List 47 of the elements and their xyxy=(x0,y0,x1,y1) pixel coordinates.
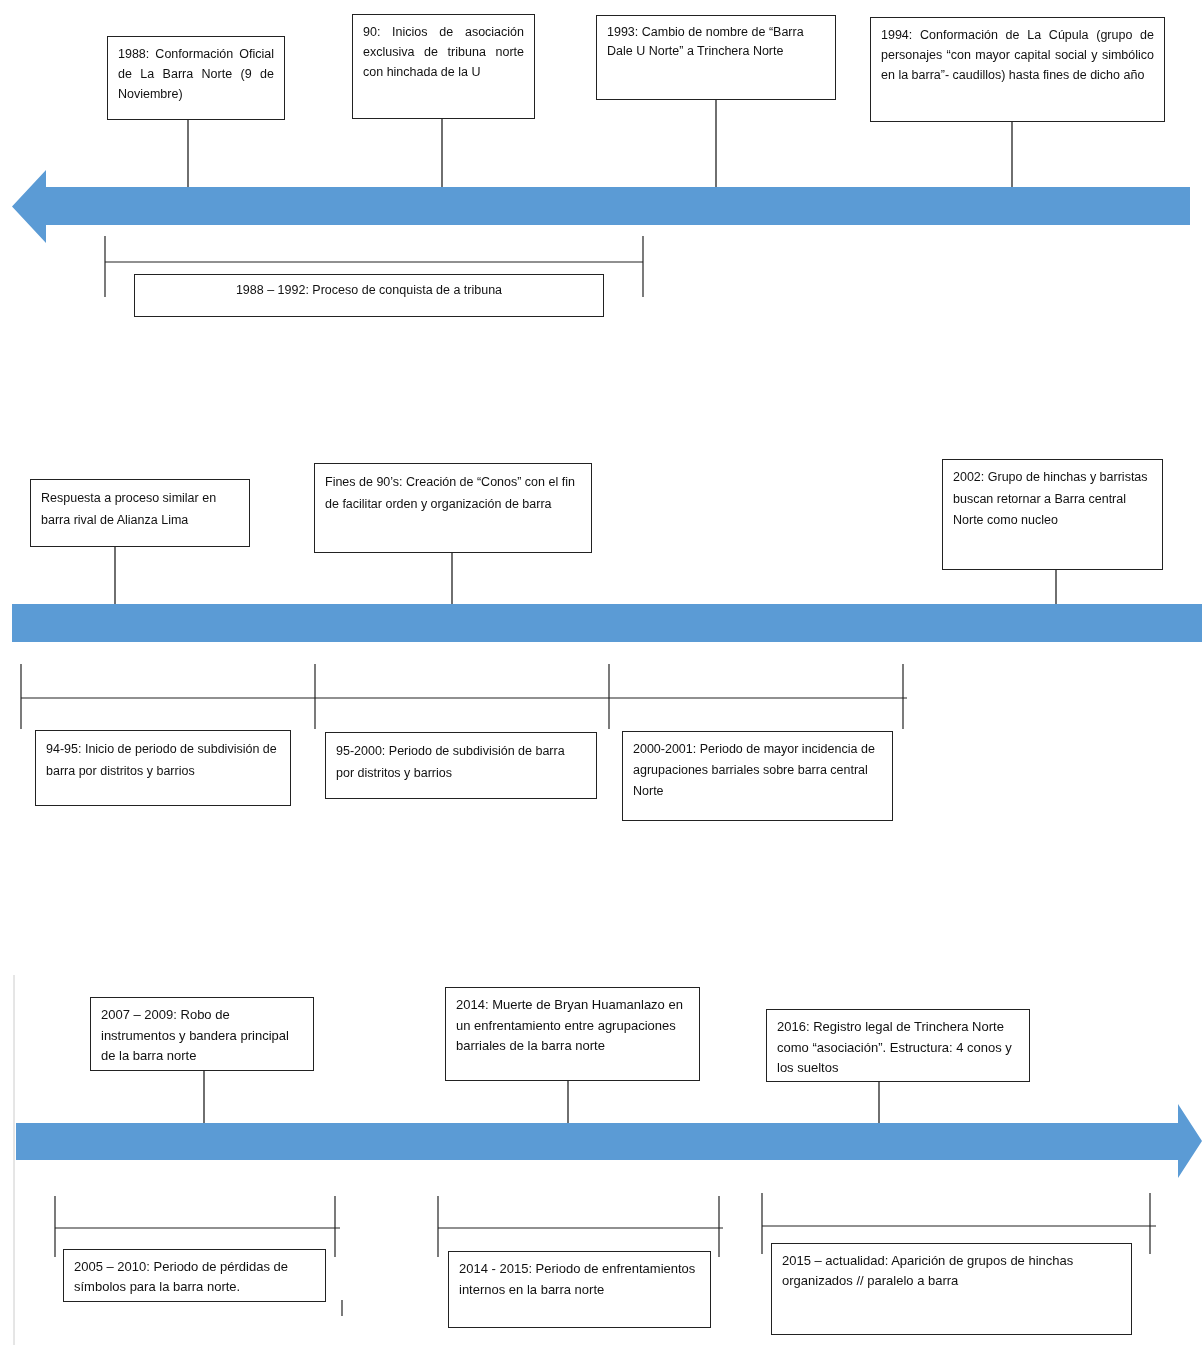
connector-line xyxy=(1011,121,1013,188)
event-box xyxy=(30,479,250,547)
connector-line xyxy=(203,1070,205,1124)
event-text: 1993: Cambio de nombre de “Barra Dale U Norte” a Trinchera Norte xyxy=(607,25,804,58)
event-text: 1988 – 1992: Proceso de conquista de a tribuna xyxy=(235,283,503,297)
event-box xyxy=(352,14,535,119)
connector-line xyxy=(567,1080,569,1124)
event-box xyxy=(325,732,597,799)
connector-line xyxy=(114,546,116,605)
event-box xyxy=(766,1009,1030,1082)
event-box xyxy=(63,1249,326,1302)
connector-line xyxy=(1055,569,1057,605)
event-box xyxy=(870,17,1165,122)
event-text: 90: Inicios de asociación exclusiva de tribuna norte con hinchada de la U xyxy=(363,25,524,79)
event-box xyxy=(134,274,604,317)
event-box xyxy=(90,997,314,1071)
timeline-bar xyxy=(16,1104,1202,1178)
event-box xyxy=(445,987,700,1081)
event-text: 1988: Conformación Oficial de La Barra Norte (9 de Noviembre) xyxy=(118,47,274,101)
event-text: 94-95: Inicio de periodo de subdivisión de barra por distritos y barrios xyxy=(46,742,277,778)
event-box xyxy=(771,1243,1132,1335)
event-text: Fines de 90’s: Creación de “Conos” con el fin de facilitar orden y organización de barra xyxy=(325,475,575,511)
connector-line xyxy=(451,552,453,605)
event-box xyxy=(35,730,291,806)
event-text: 2002: Grupo de hinchas y barristas buscan retornar a Barra central Norte como nucleo xyxy=(953,470,1148,527)
connector-line xyxy=(878,1081,880,1124)
timeline-bar xyxy=(12,170,1190,243)
connector-line xyxy=(715,99,717,188)
event-text: 2014: Muerte de Bryan Huamanlazo en un enfrentamiento entre agrupaciones barriales de la barra norte xyxy=(456,997,683,1053)
event-box xyxy=(448,1251,711,1328)
event-text: 2007 – 2009: Robo de instrumentos y bandera principal de la barra norte xyxy=(101,1007,289,1063)
event-text: 2016: Registro legal de Trinchera Norte como “asociación”. Estructura: 4 conos y los sueltos xyxy=(777,1019,1012,1075)
event-text: 2014 - 2015: Periodo de enfrentamientos internos en la barra norte xyxy=(459,1261,696,1297)
event-text: 2005 – 2010: Periodo de pérdidas de símbolos para la barra norte. xyxy=(74,1259,288,1294)
event-text: 2015 – actualidad: Aparición de grupos de hinchas organizados // paralelo a barra xyxy=(782,1253,1074,1288)
event-text: 95-2000: Periodo de subdivisión de barra por distritos y barrios xyxy=(336,744,565,780)
event-box xyxy=(314,463,592,553)
event-text: 1994: Conformación de La Cúpula (grupo de personajes “con mayor capital social y simbólico en la barra”- caudillos) hasta fines de dicho año xyxy=(881,28,1154,82)
event-text: Respuesta a proceso similar en barra rival de Alianza Lima xyxy=(41,491,217,527)
event-text: 2000-2001: Periodo de mayor incidencia de agrupaciones barriales sobre barra central Norte xyxy=(633,742,875,798)
event-box xyxy=(622,731,893,821)
timeline-bar xyxy=(12,604,1202,642)
event-box xyxy=(942,459,1163,570)
connector-line xyxy=(187,119,189,188)
connector-line xyxy=(441,118,443,188)
event-box xyxy=(596,15,836,100)
event-box xyxy=(107,36,285,120)
